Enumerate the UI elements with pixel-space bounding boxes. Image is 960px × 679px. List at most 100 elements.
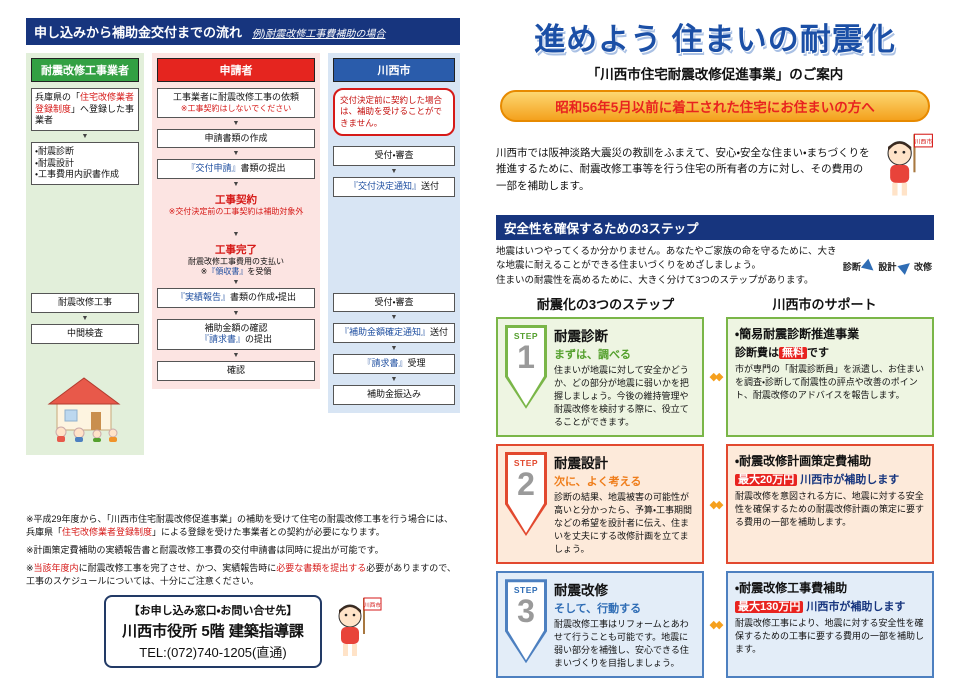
support-2-highlight: 最大20万円 川西市が補助します bbox=[735, 471, 925, 487]
footnotes: ※平成29年度から、「川西市住宅耐震改修促進事業」の補助を受けて住宅の耐震改修工… bbox=[26, 513, 460, 588]
flow-box-submit-application: 『交付申請』書類の提出 bbox=[157, 159, 315, 180]
flow-label-contract: 工事契約 bbox=[215, 194, 257, 207]
down-arrow-icon: ▼ bbox=[232, 352, 240, 360]
flow-box-final-check: 確認 bbox=[157, 361, 315, 381]
down-arrow-icon: ▼ bbox=[232, 231, 240, 239]
payment-line: 耐震改修工事費用の支払い bbox=[188, 257, 284, 267]
step-row-1: STEP 1 耐震診断 まずは、調べる 住まいが地震に対して安全かどうか、どの部… bbox=[496, 316, 934, 437]
contact-phone: TEL:(072)740-1205(直通) bbox=[139, 645, 287, 661]
arrow-down-right-icon: ▶ bbox=[859, 256, 880, 277]
step-2-title: 耐震設計 bbox=[554, 455, 608, 471]
step-3-body: 耐震改修工事はリフォームとあわせて行うことも可能です。地震に弱い部分を補強し、安… bbox=[554, 619, 689, 669]
down-arrow-icon: ▼ bbox=[232, 309, 240, 317]
support-1-highlight: 診断費は無料です bbox=[735, 346, 829, 359]
three-steps-section-header: 安全性を確保するための3ステップ bbox=[496, 215, 934, 240]
flow-title: 申し込みから補助金交付までの流れ bbox=[34, 25, 243, 40]
step-2-body: 診断の結果、地震被害の可能性が高いと分かったら、予算・工事期間などの希望を設計者… bbox=[554, 491, 693, 555]
step-3-title: 耐震改修 bbox=[554, 583, 608, 599]
receipt-note: ※『領収書』を受領 bbox=[200, 267, 272, 277]
support-column-header: 川西市のサポート bbox=[772, 296, 877, 312]
mascot-illustration: 川西市 bbox=[330, 594, 382, 669]
two-column-headers: 耐震化の3つのステップ 川西市のサポート bbox=[496, 294, 934, 313]
page-left-flow: 申し込みから補助金交付までの流れ 例)耐震改修工事費補助の場合 耐震改修工事業者… bbox=[26, 18, 460, 669]
mascot-illustration: 川西市 bbox=[878, 130, 934, 209]
step-card-retrofit: STEP 3 耐震改修 そして、行動する 耐震改修工事はリフォームとあわせて行う… bbox=[496, 571, 704, 679]
support-2-body: 耐震改修を意図される方に、地震に対する安全性を確保するための耐震改修計画の策定に… bbox=[735, 490, 925, 528]
chain-link-icon: ◆◆ bbox=[709, 371, 724, 384]
contractor-column-header: 耐震改修工事業者 bbox=[31, 58, 139, 82]
no-subsidy-callout: 交付決定前に契約した場合は、補助を受けることができません。 bbox=[333, 88, 455, 137]
svg-text:川西市: 川西市 bbox=[364, 601, 381, 609]
flow-column-contractor: 耐震改修工事業者 兵庫県の「住宅改修業者登録制度」へ登録した事業者 ▼ ・耐震診… bbox=[26, 53, 144, 455]
support-3-highlight: 最大130万円 川西市が補助します bbox=[735, 598, 925, 614]
step-1-badge: STEP 1 bbox=[505, 324, 547, 409]
footnote-1: ※平成29年度から、「川西市住宅耐震改修促進事業」の補助を受けて住宅の耐震改修工… bbox=[26, 514, 454, 538]
applicant-column-header: 申請者 bbox=[157, 58, 315, 82]
down-arrow-icon: ▼ bbox=[390, 168, 398, 176]
step-3-badge: STEP 3 bbox=[505, 579, 547, 664]
city-column-header: 川西市 bbox=[333, 58, 455, 82]
down-arrow-icon: ▼ bbox=[81, 133, 89, 141]
page-title: 進めよう 住まいの耐震化 bbox=[534, 22, 896, 57]
support-card-diagnosis-program: ・簡易耐震診断推進事業 診断費は無料です 市が専門の「耐震診断員」を派遣し、お住… bbox=[726, 316, 934, 437]
support-card-construction-subsidy: ・耐震改修工事費補助 最大130万円 川西市が補助します 耐震改修工事により、地… bbox=[726, 571, 934, 679]
flow-box-interim-inspection: 中間検査 bbox=[31, 323, 139, 344]
step-1-body: 住まいが地震に対して安全かどうか、どの部分が地震に弱いかを把握しましょう。今後の… bbox=[554, 364, 689, 427]
flow-subtitle: 例)耐震改修工事費補助の場合 bbox=[252, 29, 386, 40]
flow-column-city: 川西市 交付決定前に契約した場合は、補助を受けることができません。 受付・審査 … bbox=[328, 53, 460, 413]
flow-box-request-work: 工事業者に耐震改修工事の依頼 ※工事契約はしないでください bbox=[157, 88, 315, 118]
down-arrow-icon: ▼ bbox=[232, 181, 240, 189]
flow-box-city-reception-2: 受付・審査 bbox=[333, 292, 455, 313]
down-arrow-icon: ▼ bbox=[232, 279, 240, 287]
contact-box: 【お申し込み窓口・お問い合せ先】 川西市役所 5階 建築指導課 TEL:(072… bbox=[104, 595, 322, 669]
flow-box-construction: 耐震改修工事 bbox=[31, 293, 139, 313]
intro-section: 川西市では阪神淡路大震災の教訓をふまえて、安心・安全な住まい・まちづくりを推進す… bbox=[496, 130, 934, 209]
intro-paragraph: 川西市では阪神淡路大震災の教訓をふまえて、安心・安全な住まい・まちづくりを推進す… bbox=[496, 147, 870, 192]
support-1-title: ・簡易耐震診断推進事業 bbox=[735, 326, 860, 341]
contact-section: 【お申し込み窓口・お問い合せ先】 川西市役所 5階 建築指導課 TEL:(072… bbox=[26, 594, 460, 669]
program-subtitle: 「川西市住宅耐震改修促進事業」のご案内 bbox=[586, 67, 844, 82]
down-arrow-icon: ▼ bbox=[232, 119, 240, 127]
footnote-3: ※当該年度内に耐震改修工事を完了させ、かつ、実績報告時に必要な書類を提出する必要… bbox=[26, 563, 456, 587]
flow-box-contractor-tasks: ・耐震診断 ・耐震設計 ・工事費用内訳書作成 bbox=[31, 142, 139, 186]
step-card-diagnosis: STEP 1 耐震診断 まずは、調べる 住まいが地震に対して安全かどうか、どの部… bbox=[496, 316, 704, 437]
flow-box-submit-report: 『実績報告』書類の作成・提出 bbox=[157, 288, 315, 308]
down-arrow-icon: ▼ bbox=[232, 150, 240, 158]
diagnose-design-retrofit-mini-diagram: 診断 ▶ 設計 ▶ 改修 bbox=[842, 256, 932, 277]
contact-label: 【お申し込み窓口・お問い合せ先】 bbox=[128, 605, 298, 618]
contact-office: 川西市役所 5階 建築指導課 bbox=[122, 623, 304, 641]
flow-box-amount-fixed-notice: 『補助金額確定通知』送付 bbox=[333, 323, 455, 344]
contract-note: ※交付決定前の工事契約は補助対象外 bbox=[168, 207, 304, 217]
request-warning-note: ※工事契約はしないでください bbox=[180, 103, 292, 113]
house-family-illustration bbox=[31, 370, 139, 447]
down-arrow-icon: ▼ bbox=[390, 375, 398, 383]
down-arrow-icon: ▼ bbox=[390, 314, 398, 322]
target-audience-banner: 昭和56年5月以前に着工された住宅にお住まいの方へ bbox=[500, 90, 930, 122]
flow-column-applicant: 申請者 工事業者に耐震改修工事の依頼 ※工事契約はしないでください ▼ 申請書類… bbox=[152, 53, 320, 389]
step-card-design: STEP 2 耐震設計 次に、よく考える 診断の結果、地震被害の可能性が高いと分… bbox=[496, 443, 704, 565]
support-2-title: ・耐震改修計画策定費補助 bbox=[735, 453, 872, 468]
flow-box-prepare-documents: 申請書類の作成 bbox=[157, 128, 315, 149]
page-right-promo: 進めよう 住まいの耐震化 「川西市住宅耐震改修促進事業」のご案内 昭和56年5月… bbox=[480, 0, 960, 679]
step-2-tagline: 次に、よく考える bbox=[554, 475, 642, 488]
flowchart: 耐震改修工事業者 兵庫県の「住宅改修業者登録制度」へ登録した事業者 ▼ ・耐震診… bbox=[26, 53, 460, 505]
flow-box-invoice-received: 『請求書』受理 bbox=[333, 354, 455, 374]
step-row-2: STEP 2 耐震設計 次に、よく考える 診断の結果、地震被害の可能性が高いと分… bbox=[496, 443, 934, 565]
step-row-3: STEP 3 耐震改修 そして、行動する 耐震改修工事はリフォームとあわせて行う… bbox=[496, 571, 934, 679]
step-1-title: 耐震診断 bbox=[554, 328, 608, 344]
support-3-title: ・耐震改修工事費補助 bbox=[735, 581, 848, 596]
steps-intro-text: 地震はいつやってくるか分かりません。あなたやご家族の命を守るために、大きな地震に… bbox=[496, 246, 837, 286]
steps-intro-section: 地震はいつやってくるか分かりません。あなたやご家族の命を守るために、大きな地震に… bbox=[496, 245, 934, 288]
support-1-body: 市が専門の「耐震診断員」を派遣し、お住まいを調査・診断して耐震性の評点や改善のポ… bbox=[735, 363, 925, 400]
footnote-2: ※計画策定費補助の実績報告書と耐震改修工事費の交付申請書は同時に提出が可能です。 bbox=[26, 545, 384, 556]
flow-box-subsidy-transfer: 補助金振込み bbox=[333, 384, 455, 405]
flow-header-bar: 申し込みから補助金交付までの流れ 例)耐震改修工事費補助の場合 bbox=[26, 18, 460, 45]
arrow-up-right-icon: ▶ bbox=[895, 256, 916, 277]
svg-text:川西市: 川西市 bbox=[915, 138, 933, 146]
chain-link-icon: ◆◆ bbox=[709, 498, 724, 511]
flow-box-confirm-amount: 補助金額の確認 『請求書』の提出 bbox=[157, 318, 315, 351]
down-arrow-icon: ▼ bbox=[390, 345, 398, 353]
step-1-tagline: まずは、調べる bbox=[554, 348, 631, 361]
flow-label-work-complete: 工事完了 bbox=[215, 244, 257, 257]
